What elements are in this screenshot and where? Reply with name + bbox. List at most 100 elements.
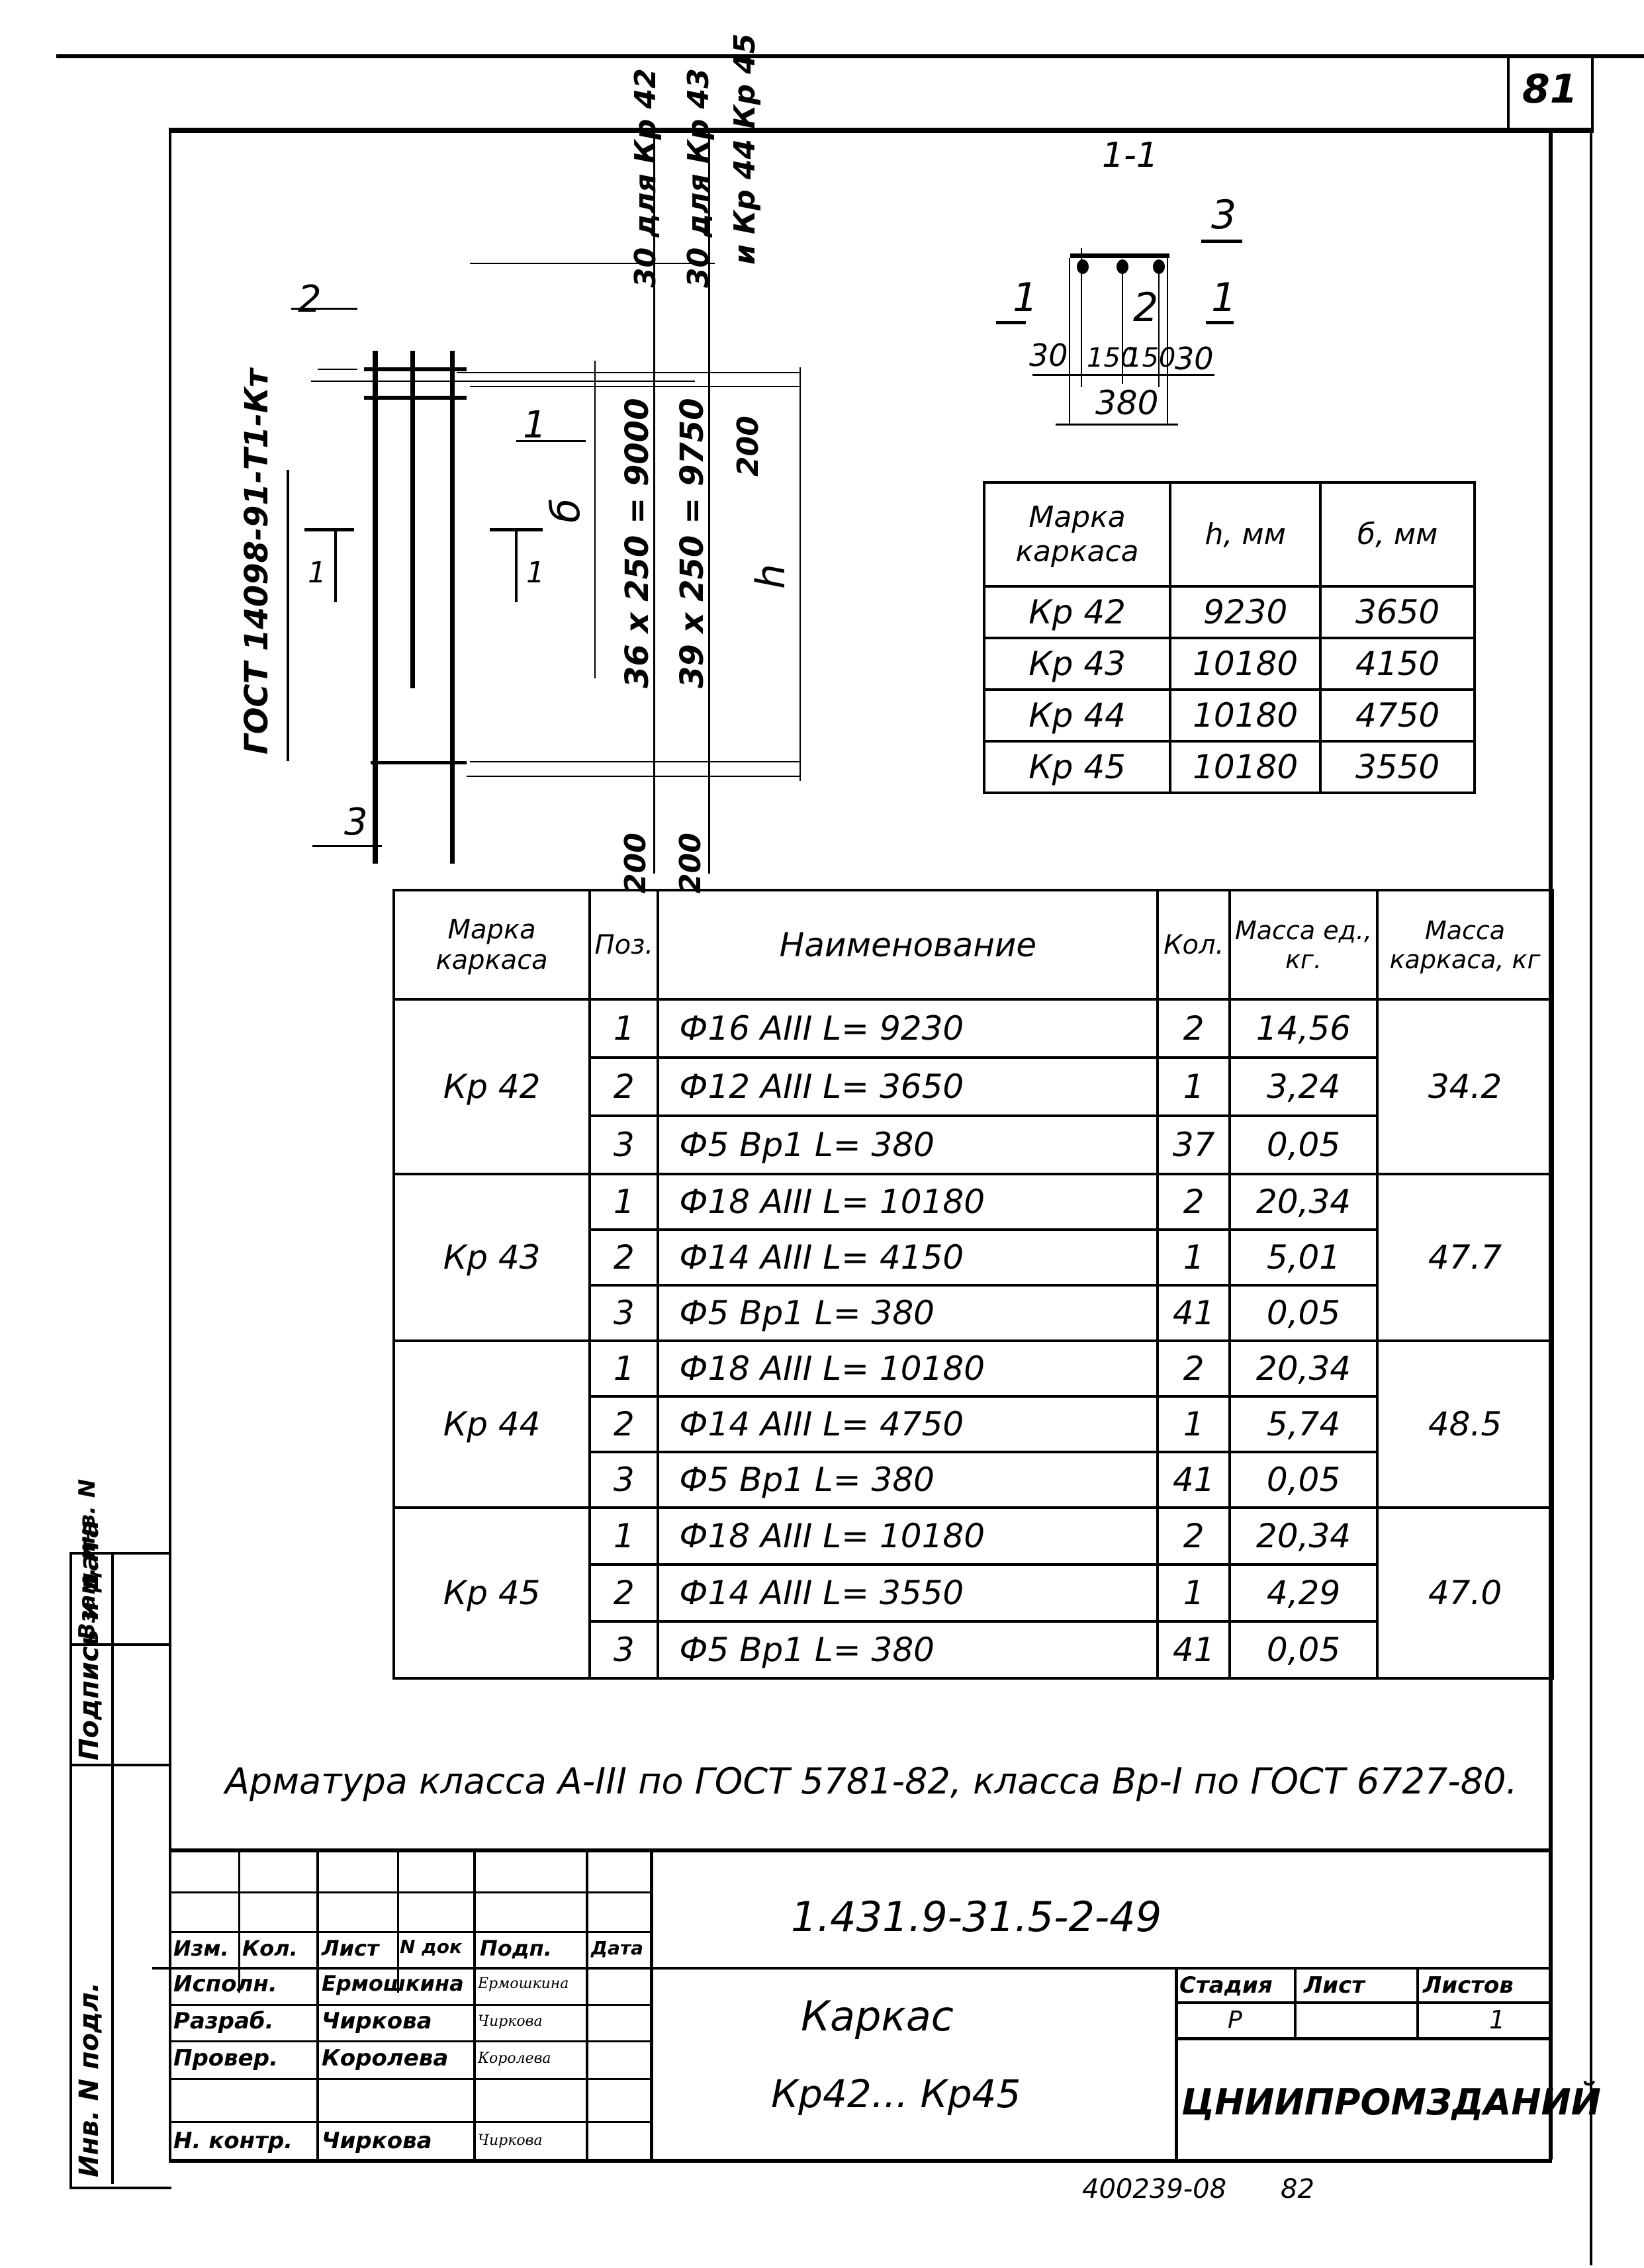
section-mark-right-stem xyxy=(515,529,518,602)
rev-row-3 xyxy=(152,1967,1552,1970)
signature-developer: Чиркова xyxy=(478,2013,543,2030)
spec-name: Ф14 АIII L= 4150 xyxy=(657,1228,1160,1287)
ext-line-7 xyxy=(318,369,357,370)
spec-unit-mass: 5,74 xyxy=(1228,1395,1379,1453)
rebar-dot-middle xyxy=(1117,259,1128,274)
spec-header-qty: Кол. xyxy=(1156,889,1231,1001)
section-dim-line-1 xyxy=(1032,374,1214,376)
size-cell-mark: Кр 43 xyxy=(982,637,1172,691)
spec-table-row: 2 Ф14 АIII L= 3550 1 4,29 xyxy=(394,1563,1553,1623)
dim-line-chain2 xyxy=(708,132,710,874)
stage-row-2 xyxy=(1176,2037,1550,2040)
dim-200-a: 200 xyxy=(731,416,765,476)
dim-line-b xyxy=(594,361,596,678)
ext-line-6 xyxy=(467,776,801,777)
spec-mark: Кр 44 xyxy=(392,1339,592,1509)
spec-pos: 1 xyxy=(588,1339,660,1398)
size-cell-b: 4150 xyxy=(1319,637,1476,691)
spec-table-row: 3 Ф5 Вр1 L= 380 41 0,05 xyxy=(394,1284,1553,1342)
callout-1-shelf xyxy=(516,440,586,442)
rebar-dot-right xyxy=(1153,259,1165,274)
frame-size-table: Марка каркаса h, мм б, мм Кр 42 9230 365… xyxy=(982,481,1476,794)
ext-line-top xyxy=(457,372,801,373)
rev-row-1 xyxy=(169,1891,652,1893)
callout-1: 1 xyxy=(523,404,547,447)
spec-name: Ф12 АIII L= 3650 xyxy=(657,1056,1160,1117)
spec-name: Ф18 АIII L= 10180 xyxy=(657,1339,1160,1398)
sheet-header: Лист xyxy=(1304,1972,1365,1999)
spec-total-mass: 47.7 xyxy=(1376,1173,1554,1342)
size-header-mark: Марка каркаса xyxy=(982,481,1172,588)
spec-header-pos: Поз. xyxy=(588,889,660,1001)
spec-total-mass: 47.0 xyxy=(1376,1506,1554,1680)
dim-line-h xyxy=(799,367,801,781)
section-mark-left-stem xyxy=(334,529,337,602)
left-strip-divider xyxy=(111,1552,114,2184)
spec-total-mass: 34.2 xyxy=(1376,998,1554,1175)
section-ext-1 xyxy=(1069,258,1070,424)
spec-pos: 1 xyxy=(588,998,660,1059)
spec-qty: 1 xyxy=(1156,1228,1231,1287)
spec-pos: 3 xyxy=(588,1284,660,1342)
spec-table-row: 3 Ф5 Вр1 L= 380 37 0,05 xyxy=(394,1114,1553,1175)
drawing-title-line2: Кр42... Кр45 xyxy=(771,2071,1021,2116)
spec-qty: 2 xyxy=(1156,1173,1231,1231)
spec-table-row: 2 Ф14 АIII L= 4150 1 5,01 xyxy=(394,1228,1553,1287)
dim-line-chain1 xyxy=(653,132,655,874)
spec-unit-mass: 20,34 xyxy=(1228,1506,1379,1566)
spec-unit-mass: 20,34 xyxy=(1228,1173,1379,1231)
spec-name: Ф18 АIII L= 10180 xyxy=(657,1173,1160,1231)
page-number-box-right xyxy=(1591,56,1594,129)
role-executor: Исполн. xyxy=(173,1971,277,1997)
rev-row-2 xyxy=(169,1931,652,1933)
reinforcement-note: Арматура класса А-III по ГОСТ 5781-82, к… xyxy=(225,1760,1518,1802)
document-code: 1.431.9-31.5-2-49 xyxy=(791,1893,1162,1941)
spec-unit-mass: 5,01 xyxy=(1228,1228,1379,1287)
section-dim-150-a: 150 xyxy=(1087,343,1138,373)
section-callout-left: 1 xyxy=(1013,275,1038,321)
stage-block-left xyxy=(1175,1969,1178,2161)
dim-b-label: б xyxy=(543,498,589,523)
size-table-row: Кр 42 9230 3650 xyxy=(982,585,1476,639)
name-checker: Королева xyxy=(322,2045,449,2071)
page-number: 81 xyxy=(1522,66,1578,113)
spec-name: Ф14 АIII L= 3550 xyxy=(657,1563,1160,1623)
section-ext-3 xyxy=(1122,271,1123,384)
spec-header-total-mass: Масса каркаса, кг xyxy=(1376,889,1554,1001)
spec-table-row: Кр 44 1 Ф18 АIII L= 10180 2 20,34 48.5 xyxy=(392,1339,1554,1509)
rev-row-6 xyxy=(169,2078,652,2080)
section-top-bar xyxy=(1070,253,1169,258)
rev-header-count: Кол. xyxy=(242,1936,298,1961)
spec-unit-mass: 0,05 xyxy=(1228,1451,1379,1509)
size-header-b: б, мм xyxy=(1319,481,1476,588)
spec-name: Ф18 АIII L= 10180 xyxy=(657,1506,1160,1566)
spec-name: Ф5 Вр1 L= 380 xyxy=(657,1620,1160,1680)
rebar-cross-bottom xyxy=(371,761,467,764)
spec-table-row: Кр 43 1 Ф18 АIII L= 10180 2 20,34 47.7 xyxy=(392,1173,1554,1342)
stage-col-2 xyxy=(1416,1969,1419,2039)
callout-3: 3 xyxy=(344,801,368,844)
section-dim-line-2 xyxy=(1056,424,1178,426)
rev-col-3 xyxy=(397,1850,399,1993)
archive-number: 400239-08 xyxy=(1082,2174,1227,2204)
size-cell-mark: Кр 45 xyxy=(982,740,1172,794)
dim-top-3: и Кр 44 Кр 45 xyxy=(728,33,762,265)
spec-unit-mass: 20,34 xyxy=(1228,1339,1379,1398)
page-number-box-left xyxy=(1507,56,1510,129)
rev-col-1 xyxy=(238,1850,240,1993)
spec-pos: 2 xyxy=(588,1563,660,1623)
spec-qty: 1 xyxy=(1156,1563,1231,1623)
rebar-pos1-left xyxy=(373,351,378,864)
section-mark-right-label: 1 xyxy=(526,556,545,590)
top-border-line xyxy=(56,54,1644,58)
organization-name: ЦНИИПРОМЗДАНИЙ xyxy=(1181,2081,1601,2123)
spec-pos: 1 xyxy=(588,1173,660,1231)
dim-h-label: h xyxy=(748,563,794,589)
rev-header-signature: Подп. xyxy=(480,1936,552,1961)
sheets-header: Листов xyxy=(1423,1972,1514,1999)
rev-header-doc-no: N док xyxy=(400,1936,463,1958)
stage-col-1 xyxy=(1294,1969,1297,2039)
name-executor: Ермошкина xyxy=(322,1971,464,1996)
spec-pos: 1 xyxy=(588,1506,660,1566)
section-ext-5 xyxy=(1167,258,1168,424)
